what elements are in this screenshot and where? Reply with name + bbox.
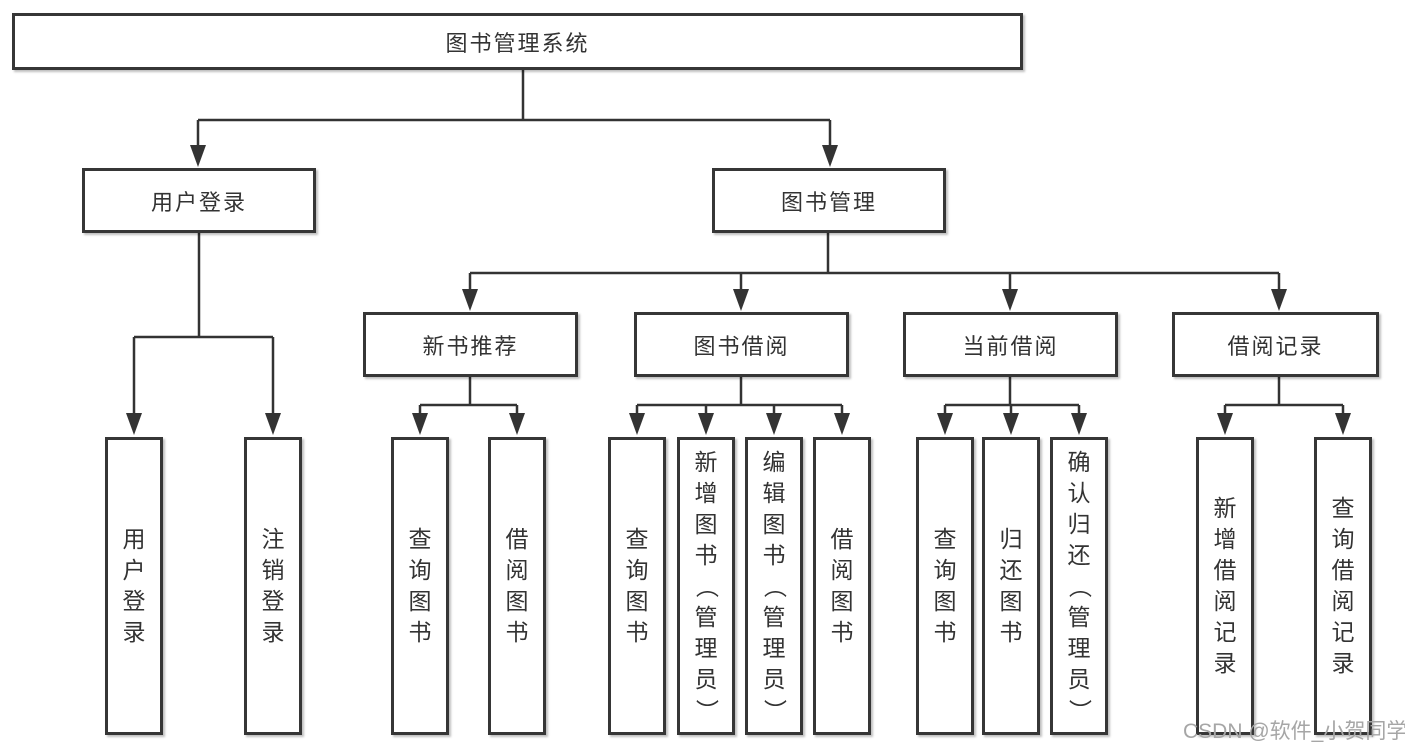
node-book-management: 图书管理 (712, 168, 946, 233)
arrowheads (126, 145, 1351, 435)
leaf-logout: 注销登录 (244, 437, 302, 735)
leaf-query-borrow-record: 查询借阅记录 (1314, 437, 1372, 735)
leaf-add-borrow-record: 新增借阅记录 (1196, 437, 1254, 735)
node-label: 确认归还（管理员） (1066, 448, 1093, 722)
leaf-query-books-current: 查询图书 (916, 437, 974, 735)
node-user-login: 用户登录 (82, 168, 316, 233)
node-label: 新增借阅记录 (1213, 495, 1237, 676)
node-label: 图书管理系统 (445, 30, 590, 56)
node-label: 用户登录 (150, 189, 247, 215)
leaf-confirm-return-admin: 确认归还（管理员） (1050, 437, 1108, 735)
node-label: 查询图书 (408, 526, 432, 645)
node-label: 借阅记录 (1227, 333, 1324, 359)
node-label: 新增图书（管理员） (693, 448, 720, 722)
node-new-book-recommendation: 新书推荐 (363, 312, 578, 377)
node-label: 图书管理 (780, 189, 877, 215)
node-label: 查询借阅记录 (1331, 495, 1355, 676)
node-current-borrowing: 当前借阅 (903, 312, 1118, 377)
node-label: 编辑图书（管理员） (761, 448, 788, 722)
leaf-user-login: 用户登录 (105, 437, 163, 735)
node-label: 借阅图书 (830, 526, 854, 645)
leaf-borrow-books-recommend: 借阅图书 (488, 437, 546, 735)
leaf-borrow-books: 借阅图书 (813, 437, 871, 735)
node-book-borrowing: 图书借阅 (634, 312, 849, 377)
node-label: 新书推荐 (422, 333, 519, 359)
leaf-return-books: 归还图书 (982, 437, 1040, 735)
node-library-management-system: 图书管理系统 (12, 13, 1023, 70)
leaf-add-books-admin: 新增图书（管理员） (677, 437, 735, 735)
leaf-query-books-recommend: 查询图书 (391, 437, 449, 735)
node-label: 借阅图书 (505, 526, 529, 645)
leaf-query-books-borrowing: 查询图书 (608, 437, 666, 735)
leaf-edit-books-admin: 编辑图书（管理员） (745, 437, 803, 735)
node-borrowing-records: 借阅记录 (1172, 312, 1379, 377)
node-label: 归还图书 (999, 526, 1023, 645)
node-label: 查询图书 (933, 526, 957, 645)
watermark: CSDN @软件_小贺同学 (1183, 720, 1405, 743)
node-label: 图书借阅 (693, 333, 790, 359)
node-label: 查询图书 (625, 526, 649, 645)
node-label: 注销登录 (261, 526, 285, 645)
node-label: 用户登录 (122, 526, 146, 645)
node-label: 当前借阅 (962, 333, 1059, 359)
